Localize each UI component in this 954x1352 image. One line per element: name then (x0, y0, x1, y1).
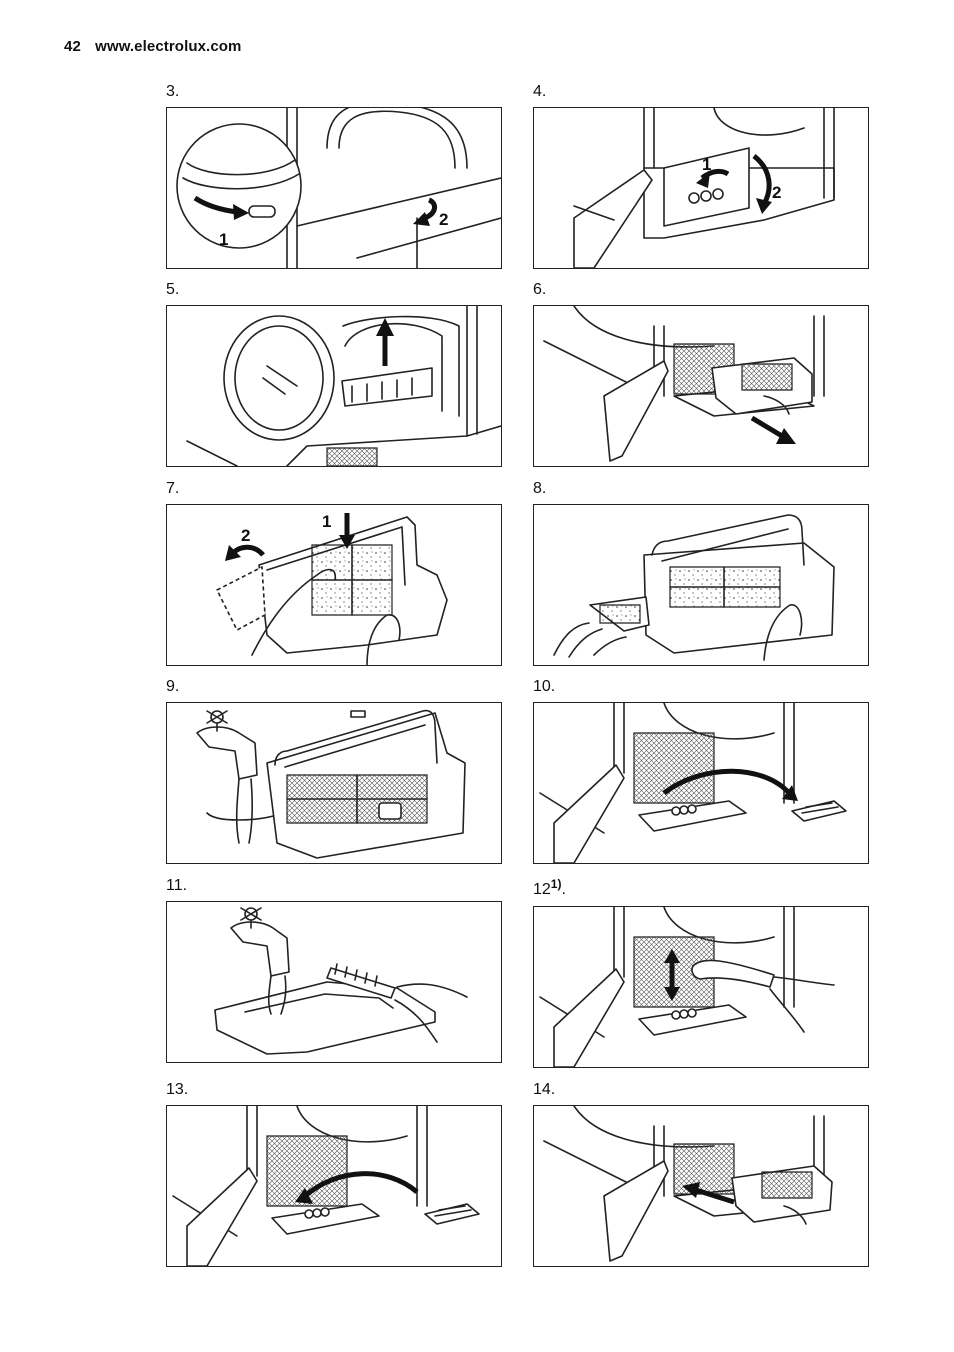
step-13: 13. (166, 1081, 502, 1267)
illustration-lift-drum-filter (166, 305, 502, 467)
illustration-open-filter-door: 1 2 (166, 107, 502, 269)
callout-2: 2 (772, 183, 781, 202)
step-7: 7. 1 2 (166, 480, 502, 666)
illustration-rinse-filter (166, 702, 502, 864)
illustration-unlock-filter-cover: 1 2 (533, 107, 869, 269)
step-6: 6. (533, 281, 869, 467)
step-8: 8. (533, 480, 869, 666)
illustration-vacuum-heat-exchanger (533, 906, 869, 1068)
step-label: 13. (166, 1081, 189, 1098)
page-header: 42 www.electrolux.com (64, 38, 241, 55)
step-label: 7. (166, 480, 180, 497)
step-14: 14. (533, 1081, 869, 1267)
callout-1: 1 (322, 512, 331, 531)
step-label: 9. (166, 678, 180, 695)
step-suffix: . (561, 881, 566, 898)
step-label: 8. (533, 480, 547, 497)
step-3: 3. 1 2 (166, 83, 502, 269)
callout-2: 2 (439, 210, 448, 229)
step-10: 10. (533, 678, 869, 864)
callout-1: 1 (702, 155, 711, 174)
page-number: 42 (64, 38, 81, 55)
illustration-open-filter: 1 2 (166, 504, 502, 666)
illustration-clean-filter-with-brush (166, 901, 502, 1063)
step-9: 9. (166, 678, 502, 864)
step-11: 11. (166, 877, 502, 1063)
footnote-marker: 1) (550, 877, 562, 891)
step-number: 12 (533, 881, 551, 898)
step-label: 14. (533, 1081, 556, 1098)
step-12: 121). (533, 877, 869, 1068)
callout-1: 1 (219, 230, 228, 249)
website-url: www.electrolux.com (95, 38, 242, 55)
step-label: 5. (166, 281, 180, 298)
step-label: 10. (533, 678, 556, 695)
step-4: 4. 1 2 (533, 83, 869, 269)
step-label: 3. (166, 83, 180, 100)
illustration-remove-lint (533, 504, 869, 666)
step-5: 5. (166, 281, 502, 467)
step-label: 121). (533, 877, 566, 899)
callout-2: 2 (241, 526, 250, 545)
illustration-reinsert-heat-exchanger-filter (166, 1105, 502, 1267)
step-label: 6. (533, 281, 547, 298)
illustration-reinsert-filter-box (533, 1105, 869, 1267)
step-label: 4. (533, 83, 547, 100)
illustration-remove-heat-exchanger-filter (533, 702, 869, 864)
step-label: 11. (166, 877, 188, 894)
illustration-pull-out-filter-box (533, 305, 869, 467)
